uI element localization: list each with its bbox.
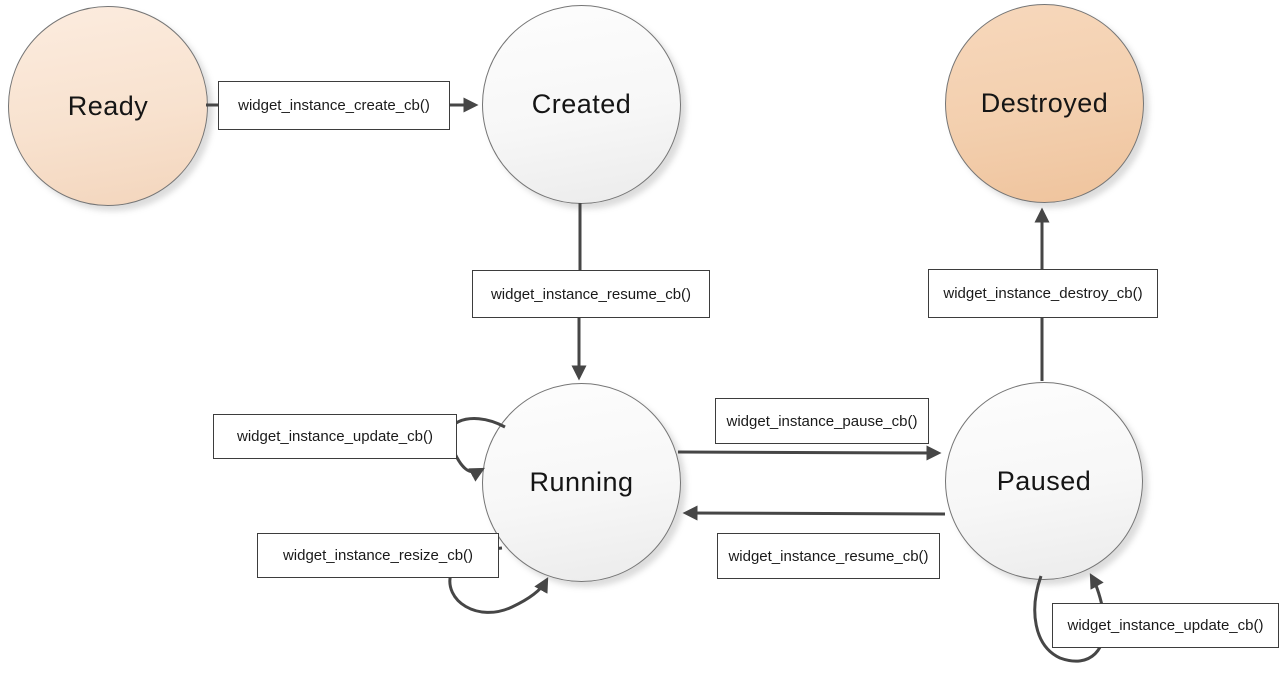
arrow-paused-to-running bbox=[682, 505, 946, 521]
transition-label-resize-running-text: widget_instance_resize_cb() bbox=[282, 547, 474, 564]
state-paused: Paused bbox=[945, 382, 1143, 580]
state-ready-label: Ready bbox=[67, 90, 149, 121]
transition-label-update-paused-text: widget_instance_update_cb() bbox=[1067, 617, 1264, 634]
transition-label-resume-paused-running-text: widget_instance_resume_cb() bbox=[728, 547, 929, 565]
transition-label-update-running-text: widget_instance_update_cb() bbox=[237, 428, 433, 445]
transition-label-update-running: widget_instance_update_cb() bbox=[213, 414, 457, 459]
state-created: Created bbox=[482, 5, 681, 204]
transition-label-pause-text: widget_instance_pause_cb() bbox=[726, 412, 918, 430]
transition-label-create-text: widget_instance_create_cb() bbox=[238, 97, 430, 114]
state-destroyed-label: Destroyed bbox=[980, 88, 1109, 118]
state-running-label: Running bbox=[529, 467, 634, 497]
state-ready: Ready bbox=[8, 6, 208, 206]
transition-label-resize-running: widget_instance_resize_cb() bbox=[257, 533, 499, 578]
transition-label-resume-paused-running: widget_instance_resume_cb() bbox=[717, 533, 940, 579]
transition-label-update-paused: widget_instance_update_cb() bbox=[1052, 603, 1279, 648]
transition-label-resume-created-running-text: widget_instance_resume_cb() bbox=[490, 285, 692, 303]
state-paused-label: Paused bbox=[996, 465, 1092, 496]
transition-label-destroy-text: widget_instance_destroy_cb() bbox=[943, 285, 1143, 302]
arrow-running-to-paused bbox=[677, 445, 942, 461]
transition-label-pause: widget_instance_pause_cb() bbox=[715, 398, 929, 444]
transition-label-create: widget_instance_create_cb() bbox=[218, 81, 450, 130]
state-destroyed: Destroyed bbox=[945, 4, 1144, 203]
transition-label-destroy: widget_instance_destroy_cb() bbox=[928, 269, 1158, 318]
transition-label-resume-created-running: widget_instance_resume_cb() bbox=[472, 270, 710, 318]
state-created-label: Created bbox=[531, 89, 632, 119]
state-running: Running bbox=[482, 383, 681, 582]
